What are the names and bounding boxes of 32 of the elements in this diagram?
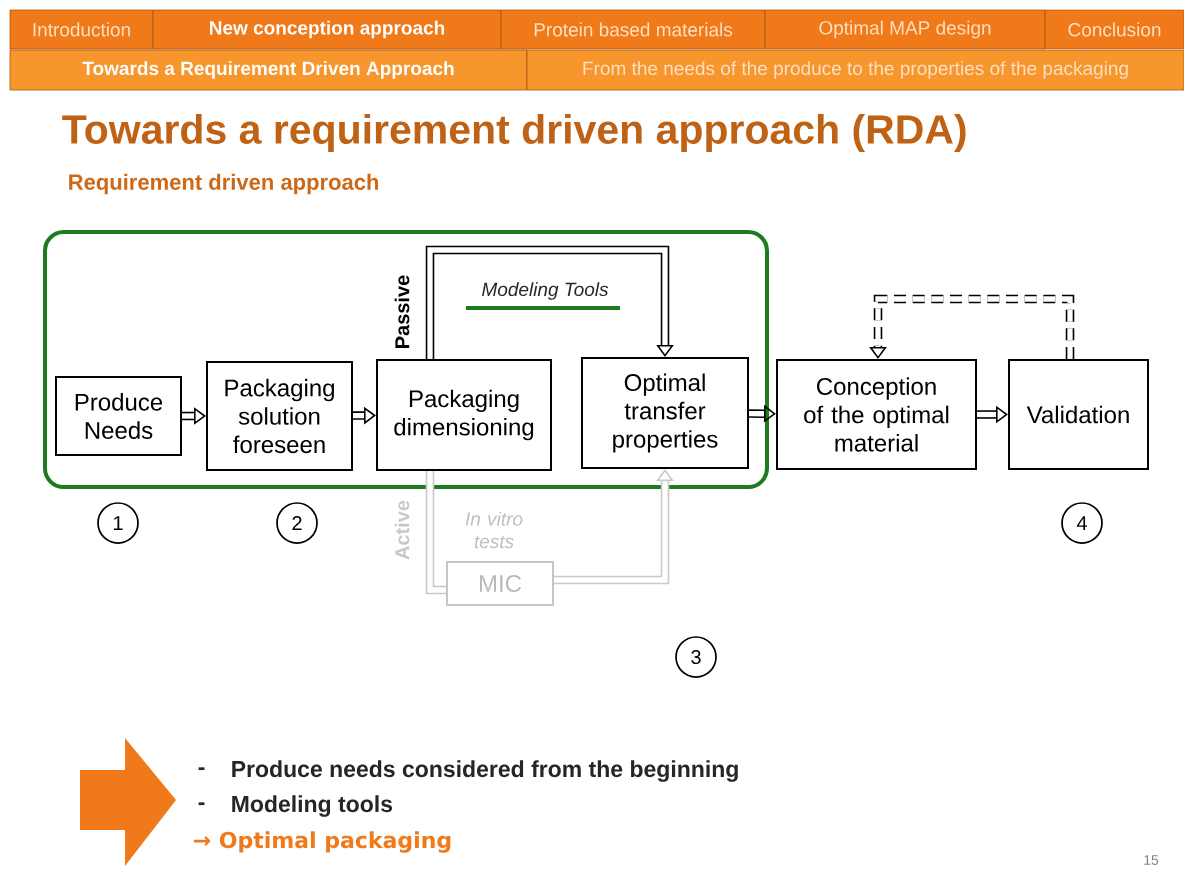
process-box: Produce Needs <box>55 376 182 456</box>
step-number: 2 <box>276 502 318 544</box>
process-box: Conception of the optimal material <box>776 359 977 470</box>
process-box: Packaging dimensioning <box>376 359 552 471</box>
group-frame <box>43 230 769 489</box>
arrow <box>182 407 206 425</box>
bullet-text: Produce needs considered from the beginning <box>232 760 738 782</box>
step-number: 4 <box>1061 502 1103 544</box>
slide-title: Towards a requirement driven approach (RDA) <box>62 113 966 153</box>
page-number: 15 <box>1144 855 1159 865</box>
step-number: 3 <box>675 636 717 678</box>
subtitle: Requirement driven approach <box>69 173 379 195</box>
process-box: MIC <box>446 561 554 606</box>
arrow <box>554 469 674 585</box>
bullet: - <box>198 802 205 806</box>
annotation-text: In vitro tests <box>465 511 523 549</box>
tab: Conclusion <box>1044 9 1184 50</box>
edge-label: Passive <box>394 275 410 348</box>
bullet-text: Modeling tools <box>232 795 393 817</box>
arrow <box>869 294 1075 359</box>
process-box: Packaging solution foreseen <box>206 361 353 471</box>
step-number: 1 <box>97 502 139 544</box>
process-box: Optimal transfer properties <box>581 357 749 469</box>
tab: Protein based materials <box>500 9 766 50</box>
tab: Introduction <box>9 9 154 50</box>
bullet: - <box>198 767 205 771</box>
arrow <box>425 245 674 359</box>
conclusion-text: → Optimal packaging <box>193 831 451 853</box>
tab: From the needs of the produce to the properties of the packaging <box>526 49 1184 91</box>
annotation-text: Modeling Tools <box>482 282 609 300</box>
process-box: Validation <box>1008 359 1149 470</box>
tab: Towards a Requirement Driven Approach <box>9 49 528 91</box>
